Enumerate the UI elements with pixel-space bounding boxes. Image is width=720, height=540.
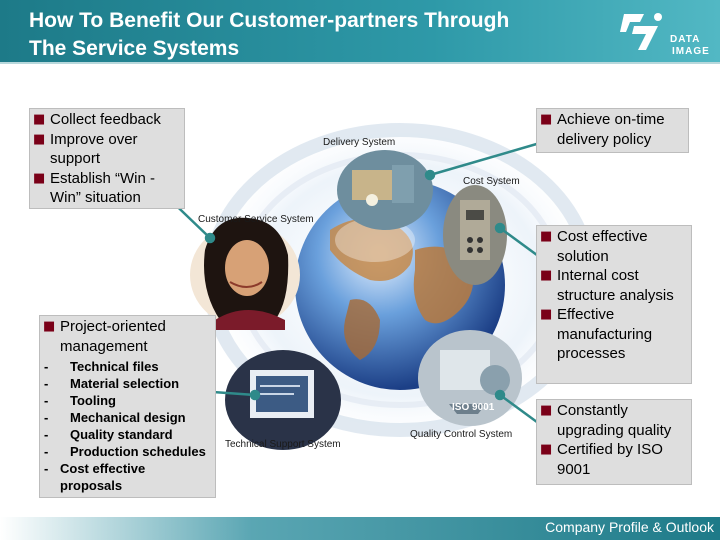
bullet-icon: ■ — [33, 131, 46, 147]
bullet-icon: ■ — [33, 170, 46, 186]
list-item: -Material selection — [44, 376, 180, 391]
cost-system-label: Cost System — [463, 176, 520, 187]
iso-badge-label: ISO 9001 — [452, 402, 495, 413]
footer-bar: Company Profile & Outlook — [0, 517, 720, 540]
footer-text: Company Profile & Outlook — [545, 519, 714, 535]
bullet-icon: ■ — [540, 307, 553, 322]
cost-photo — [443, 185, 507, 285]
list-item: -Production schedules — [44, 444, 206, 459]
logo-word-image: IMAGE — [672, 46, 710, 57]
bullet-icon: ■ — [540, 442, 553, 457]
bullet-icon: ■ — [540, 403, 553, 418]
delivery-photo — [337, 150, 433, 230]
logo-word-data: DATA — [670, 34, 701, 45]
list-item: ■Internal cost structure analysis — [540, 267, 674, 304]
list-item: ■Improve over support — [33, 130, 138, 168]
slide-title: How To Benefit Our Customer-partners Thr… — [29, 7, 599, 63]
delivery-benefits-box: ■Achieve on-time delivery policy — [536, 108, 689, 153]
data-image-logo: DATA IMAGE — [618, 6, 718, 62]
list-heading: ■Project-oriented management — [43, 318, 166, 355]
list-item: -Technical files — [44, 359, 159, 374]
bullet-icon: ■ — [540, 112, 553, 127]
quality-benefits-box: ■Constantly upgrading quality ■Certified… — [536, 399, 692, 485]
technical-support-system-label: Technical Support System — [225, 439, 341, 450]
list-item: -Cost effective proposals — [44, 461, 146, 493]
title-line-2: The Service Systems — [29, 37, 240, 60]
technical-support-photo — [225, 350, 341, 450]
service-systems-diagram — [159, 115, 600, 450]
logo-mark-icon — [620, 13, 662, 50]
bullet-icon: ■ — [33, 112, 46, 127]
list-item: ■Constantly upgrading quality — [540, 402, 672, 439]
customer-service-system-label: Customer Service System — [198, 214, 314, 225]
list-item: -Tooling — [44, 393, 116, 408]
customer-benefits-box: ■Collect feedback ■Improve over support … — [29, 108, 185, 209]
list-item: -Quality standard — [44, 427, 173, 442]
quality-control-photo — [418, 330, 522, 426]
bullet-icon: ■ — [540, 229, 553, 244]
list-item: ■Achieve on-time delivery policy — [540, 111, 665, 148]
cost-benefits-box: ■Cost effective solution ■Internal cost … — [536, 225, 692, 384]
quality-control-system-label: Quality Control System — [410, 429, 513, 440]
list-item: ■Cost effective solution — [540, 228, 648, 265]
header-bar: How To Benefit Our Customer-partners Thr… — [0, 0, 720, 62]
list-item: ■Collect feedback — [33, 111, 161, 128]
bullet-icon: ■ — [43, 319, 56, 334]
technical-support-box: ■Project-oriented management -Technical … — [39, 315, 216, 498]
header-divider — [0, 62, 720, 64]
delivery-system-label: Delivery System — [323, 137, 396, 148]
list-item: ■Effective manufacturing processes — [540, 306, 653, 362]
list-item: ■Certified by ISO 9001 — [540, 441, 663, 478]
list-item: -Mechanical design — [44, 410, 186, 425]
customer-service-photo — [190, 217, 300, 330]
title-line-1: How To Benefit Our Customer-partners Thr… — [29, 9, 510, 32]
list-item: ■Establish “Win - Win” situation — [33, 169, 156, 207]
bullet-icon: ■ — [540, 268, 553, 283]
